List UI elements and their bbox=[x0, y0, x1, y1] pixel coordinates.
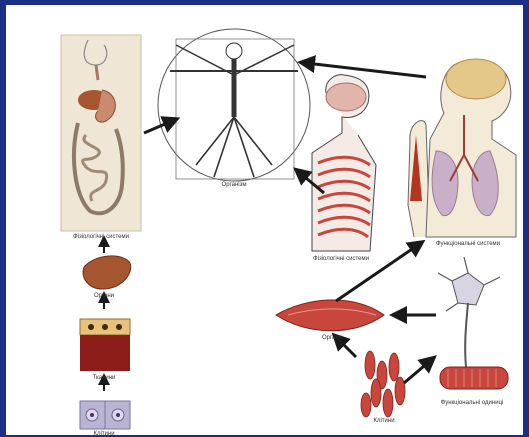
label-physiological-systems-left: Фізіологічні системи bbox=[73, 234, 129, 240]
muscle-cells-illustration bbox=[361, 351, 405, 417]
functional-systems-illustration bbox=[408, 59, 516, 237]
label-organs-left: Органи bbox=[94, 293, 114, 299]
cells-illustration bbox=[80, 401, 130, 429]
tissue-illustration bbox=[80, 319, 130, 371]
label-functional-systems: Функціональні системи bbox=[436, 241, 500, 247]
label-cells-left: Клітини bbox=[93, 431, 114, 437]
illustration-layer bbox=[6, 5, 523, 435]
torso-illustration bbox=[312, 75, 376, 251]
organism-illustration bbox=[158, 29, 310, 181]
arrow-functional-to-organism bbox=[306, 63, 426, 77]
physiological-systems-illustration bbox=[61, 35, 141, 231]
label-organism: Організм bbox=[222, 182, 247, 188]
diagram-canvas: Організм Фізіологічні системи Фізіологіч… bbox=[6, 5, 523, 435]
arrow-organ-to-functional bbox=[336, 245, 418, 301]
hierarchy-arrows bbox=[104, 63, 436, 391]
muscle-organ-illustration bbox=[276, 300, 384, 331]
label-organs-mid: Органи bbox=[322, 335, 342, 341]
arrow-cells-to-organ bbox=[338, 339, 356, 357]
label-physiological-systems-mid: Фізіологічні системи bbox=[313, 256, 369, 262]
arrow-physio-to-organism bbox=[144, 121, 172, 133]
label-functional-units: Функціональні одиниці bbox=[441, 400, 504, 406]
arrow-cells-to-units bbox=[404, 361, 430, 383]
label-cells-bottom: Клітини bbox=[373, 418, 394, 424]
functional-units-illustration bbox=[438, 257, 508, 389]
label-tissues: Тканини bbox=[93, 375, 116, 381]
liver-illustration bbox=[83, 256, 131, 289]
